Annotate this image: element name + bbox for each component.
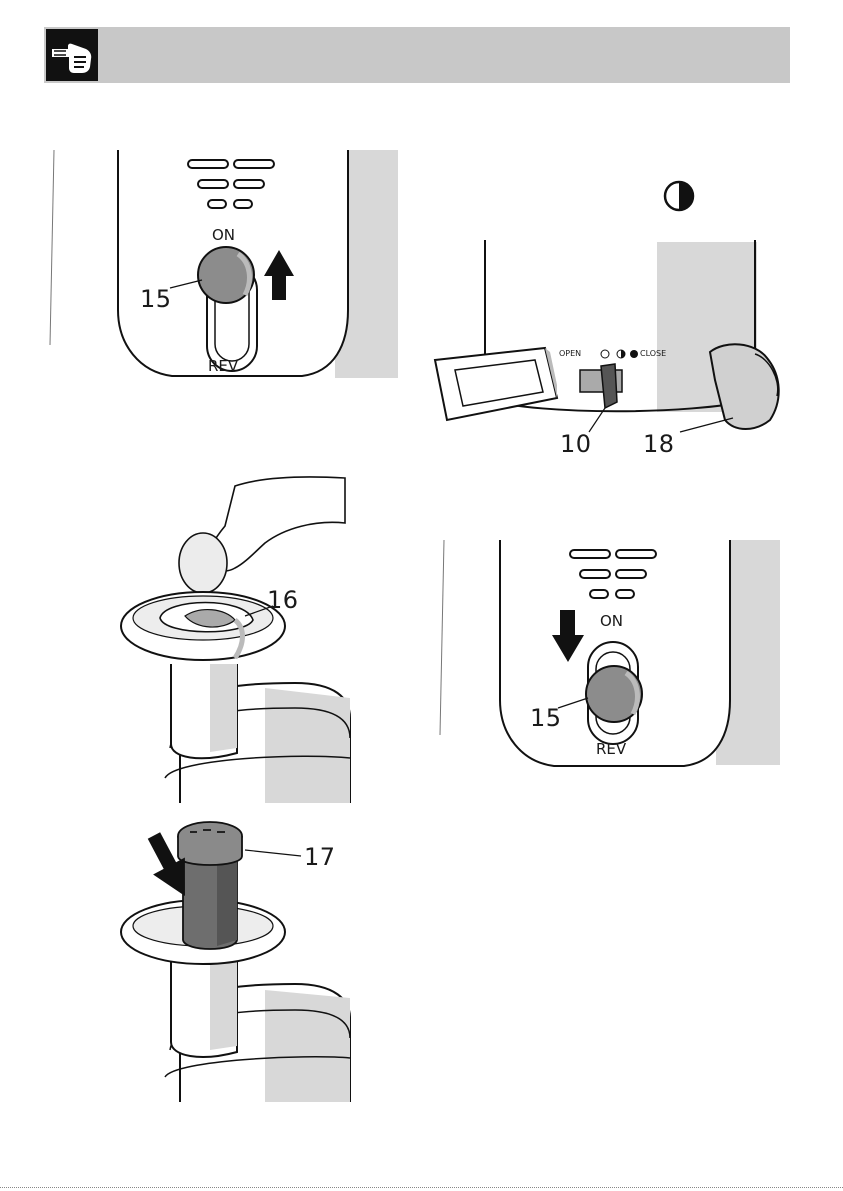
- figure-spout: OPEN CLOSE 10 18: [425, 170, 815, 455]
- close-label: CLOSE: [640, 350, 666, 358]
- part-15-label: 15: [140, 287, 172, 311]
- figure-hopper-insert: 16: [105, 468, 355, 803]
- part-18-label: 18: [643, 432, 675, 456]
- part-17-label: 17: [304, 845, 336, 869]
- pointing-hand-icon: [46, 29, 98, 81]
- header-bar: [44, 27, 790, 83]
- figure-switch-rev: ON REV 15: [430, 530, 790, 770]
- half-circle-icon: [665, 182, 693, 210]
- rev-label: REV: [208, 359, 238, 374]
- part-16-label: 16: [267, 588, 299, 612]
- footer-rule: [0, 1187, 843, 1188]
- part-15-label: 15: [530, 706, 562, 730]
- open-label: OPEN: [559, 350, 581, 358]
- figure-switch-on: ON REV 15: [40, 140, 410, 385]
- on-label: ON: [600, 614, 623, 629]
- part-10-label: 10: [560, 432, 592, 456]
- rev-label: REV: [596, 742, 626, 757]
- figure-pusher-insert: 17: [105, 812, 355, 1102]
- on-label: ON: [212, 228, 235, 243]
